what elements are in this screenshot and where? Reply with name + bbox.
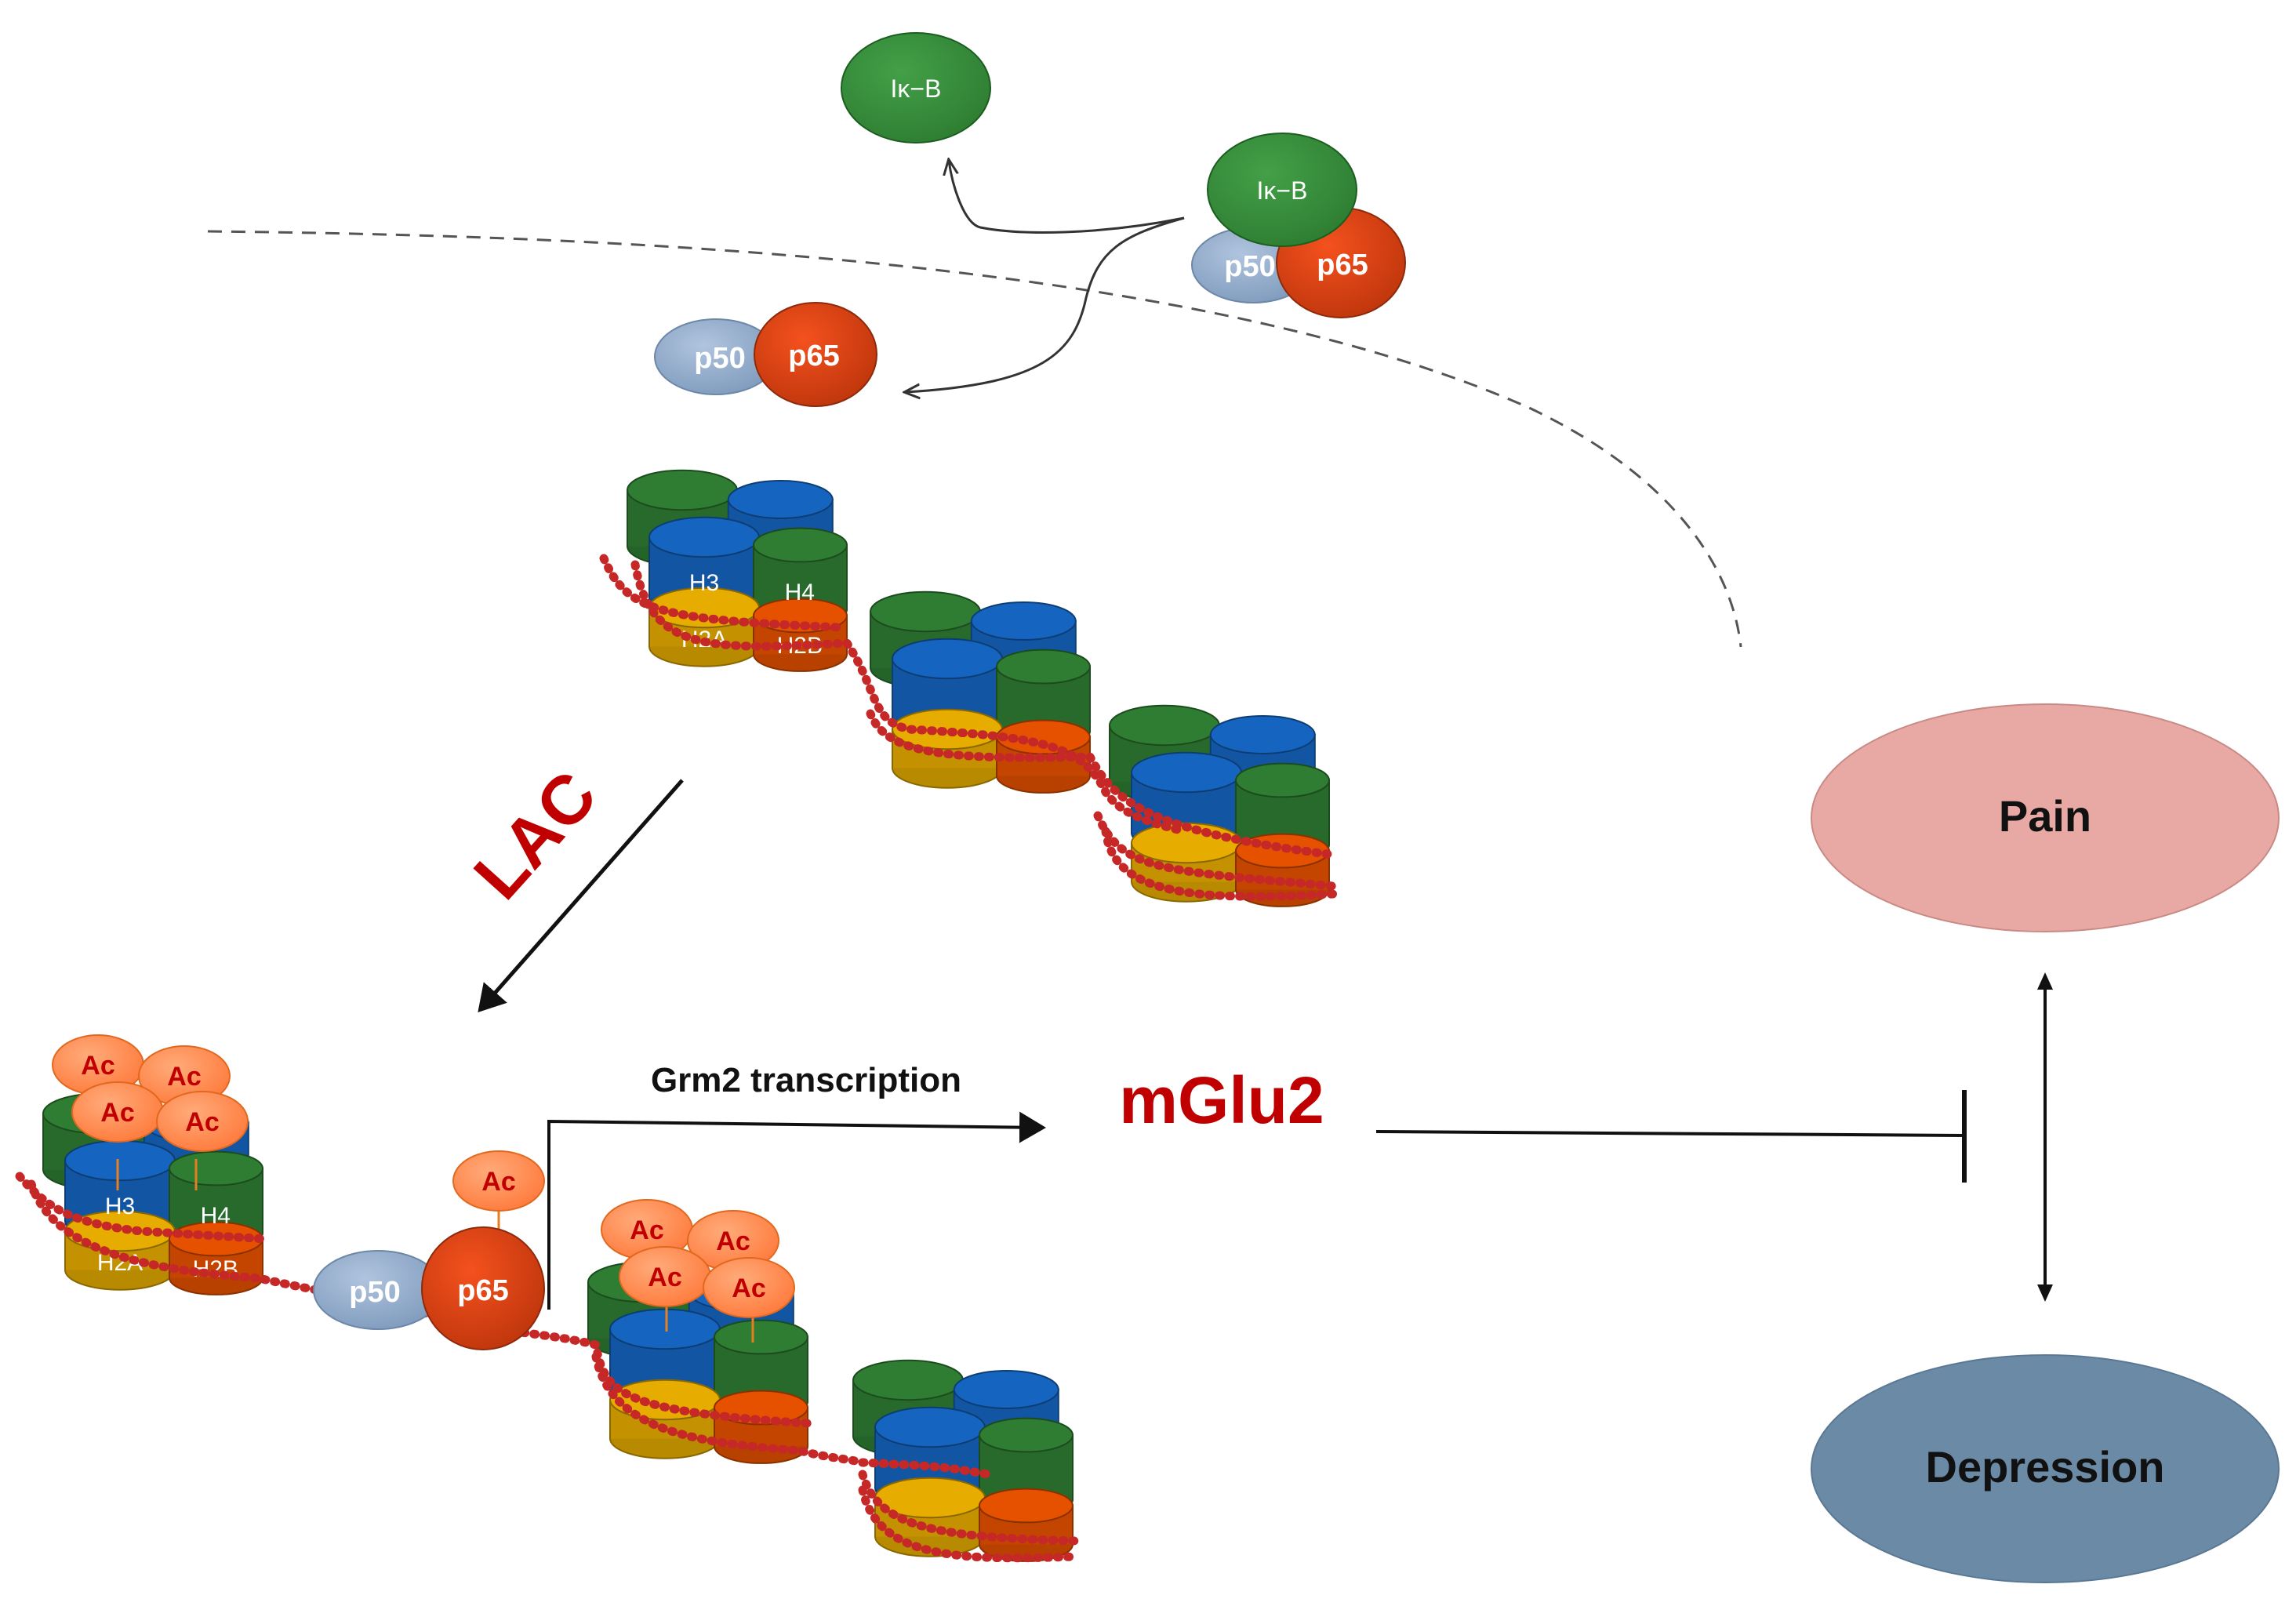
depression-label: Depression [1926,1442,2165,1492]
nucleosome [870,590,1091,794]
nucleosome [1109,704,1330,907]
acetyl-p50-label: p50 [349,1276,400,1309]
dna-strand [599,554,1338,859]
free-ikb-label: Iκ−B [891,74,942,103]
depression-node [1811,1354,2280,1583]
nuclear-p65-label: p65 [788,340,839,372]
transcription-label: Grm2 transcription [651,1061,961,1099]
ac-bubble: Ac [619,1246,711,1307]
complex-p50-label: p50 [1224,250,1275,283]
ikb-nfkb-complex: p50 p65 Iκ−B [1191,133,1406,318]
histone-h2a [1131,822,1242,903]
acetyl-p65-label: p65 [457,1274,508,1307]
ac-label: Ac [481,1167,515,1197]
complex-p65-label: p65 [1317,249,1368,282]
transcription-arrow [547,1111,1046,1310]
ac-label: Ac [185,1107,219,1137]
h4-label: H4 [201,1203,231,1229]
dna-strand [1093,811,1338,901]
ac-label: Ac [648,1263,681,1292]
ac-label: Ac [630,1215,663,1245]
arrowhead-up [2037,972,2053,990]
ac-bubble: Ac [156,1091,249,1152]
nuclear-membrane [207,230,1742,648]
pain-label: Pain [1999,791,2091,841]
complex-ikb-label: Iκ−B [1257,176,1308,205]
ac-label: Ac [732,1274,765,1303]
nuclear-p50-label: p50 [694,342,745,375]
inhibition-line [1375,1130,1965,1137]
ac-label: Ac [81,1051,114,1081]
ac-bubble: Ac [52,1034,144,1095]
ac-bubble: Ac [703,1257,795,1318]
pain-node [1811,703,2280,932]
h3-label: H3 [105,1194,135,1219]
lac-label: LAC [459,756,612,914]
histone-h3 [64,1139,176,1242]
nucleosome [852,1359,1074,1562]
nuclear-nfkb: p50 p65 [654,302,877,407]
ac-bubble: Ac [71,1081,164,1143]
ac-label: Ac [167,1062,201,1092]
histone-h2b [979,1488,1074,1562]
ikb-release-arrow [949,161,1185,234]
ac-label: Ac [100,1098,134,1128]
free-ikb-protein: Iκ−B [841,32,991,144]
ac-bubble [452,1150,545,1212]
nfkb-translocation-arrow [906,216,1185,392]
ac-label: Ac [716,1226,750,1256]
ac-bubble: Ac [687,1210,779,1271]
lac-arrow [478,779,684,1013]
h4-label: H4 [785,580,815,605]
histone-h4 [169,1150,263,1251]
mglu2-label: mGlu2 [1119,1063,1324,1137]
h3-label: H3 [689,570,719,596]
arrowhead-down [2037,1284,2053,1302]
acetylated-nfkb: Ac p50 p65 [313,1150,545,1350]
